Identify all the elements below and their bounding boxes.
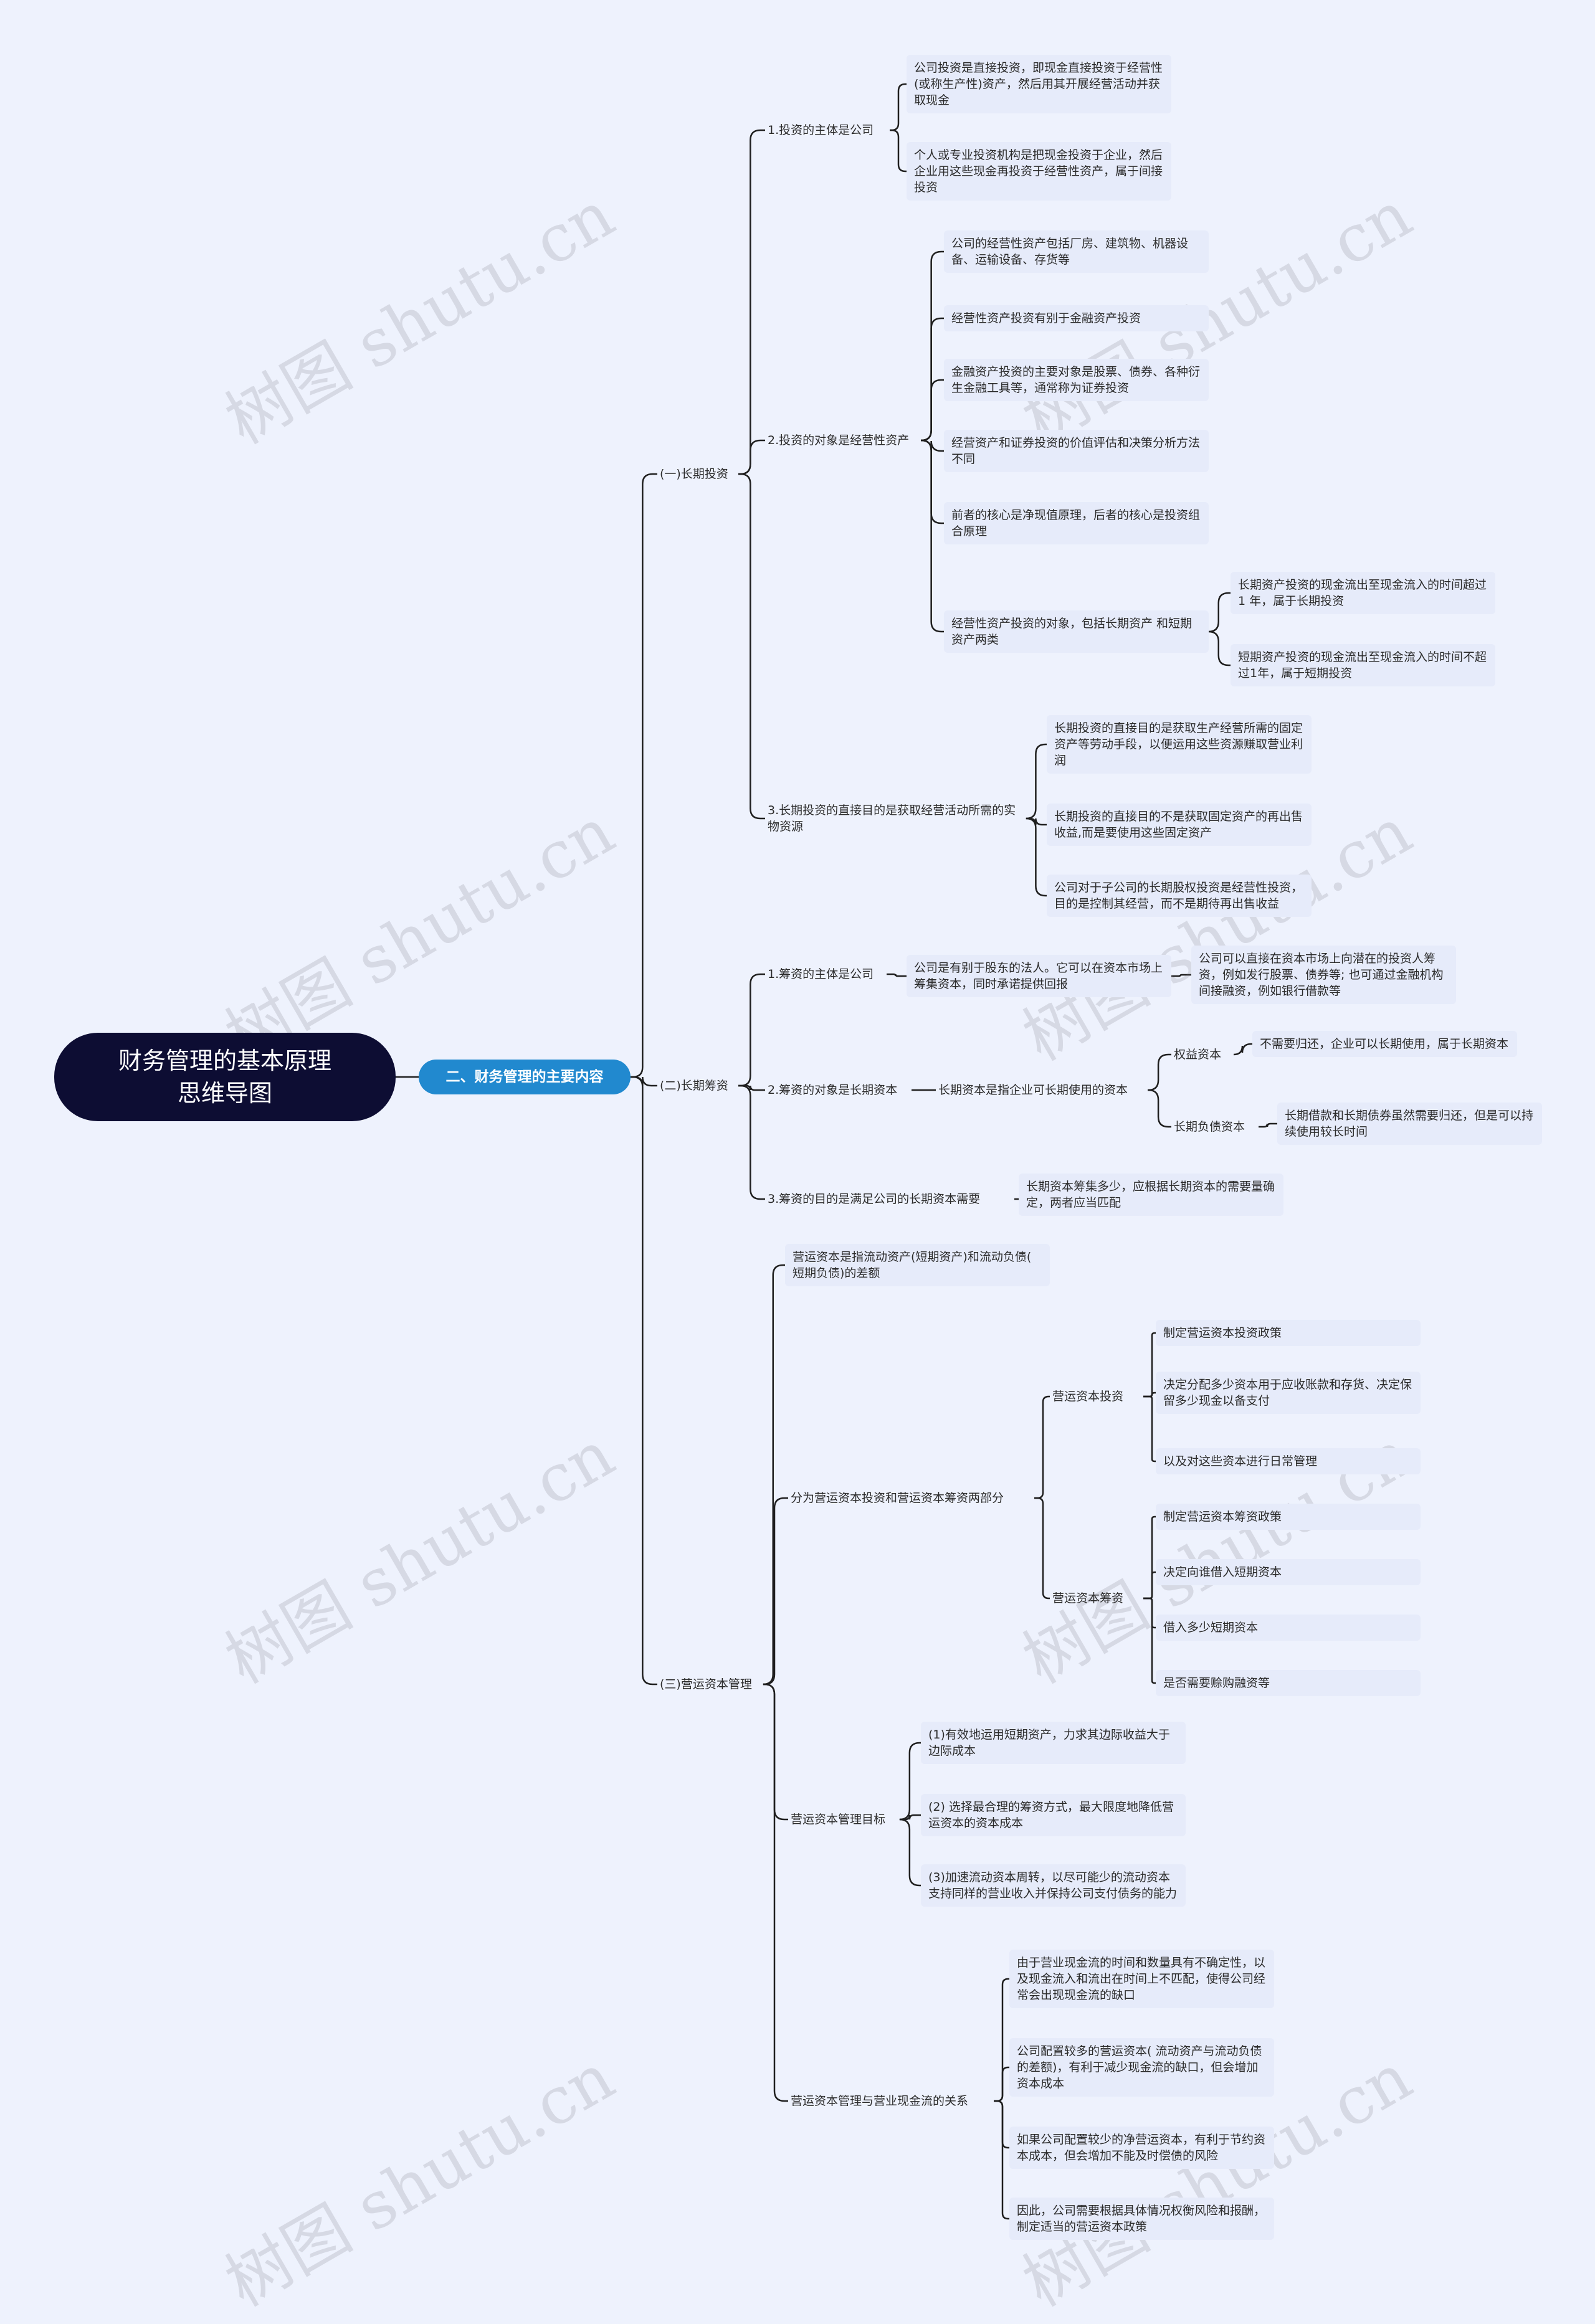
connector-b1-b1_3 xyxy=(738,473,765,820)
connector-b3_3-b3_3_b xyxy=(900,1814,921,1821)
connector-b3_2-b3_2_b xyxy=(1034,1497,1050,1600)
detail-daily-management[interactable]: 以及对这些资本进行日常管理 xyxy=(1156,1448,1421,1474)
connector-b2_2_a-b2_2_a2 xyxy=(1148,1089,1171,1128)
connector-main-b3 xyxy=(631,1076,657,1686)
connector-b1_2_f-b1_2_f1 xyxy=(1208,592,1231,633)
connector-b2_2_a-b2_2_a1 xyxy=(1148,1053,1171,1091)
detail-direct-investment[interactable]: 公司投资是直接投资，即现金直接投资于经营性(或称生产性)资产，然后用其开展经营活… xyxy=(907,55,1171,113)
detail-subsidiary-equity[interactable]: 公司对于子公司的长期股权投资是经营性投资，目的是控制其经营，而不是期待再出售收益 xyxy=(1047,875,1312,917)
item-working-capital-financing[interactable]: 营运资本筹资 xyxy=(1052,1591,1124,1605)
connector-b1_2-b1_2_e xyxy=(921,439,944,524)
connector-b3-b3_3 xyxy=(763,1683,788,1821)
detail-allocation[interactable]: 决定分配多少资本用于应收账款和存货、决定保留多少现金以备支付 xyxy=(1156,1372,1421,1414)
connector-b1_2_f-b1_2_f2 xyxy=(1208,630,1231,666)
topic-financing-subject[interactable]: 1.筹资的主体是公司 xyxy=(768,967,874,981)
detail-securities-investment[interactable]: 金融资产投资的主要对象是股票、债券、各种衍生金融工具等，通常称为证券投资 xyxy=(944,359,1209,401)
connector-b2-b2_1 xyxy=(738,973,765,1087)
root-topic[interactable]: 财务管理的基本原理 思维导图 xyxy=(54,1033,396,1121)
connector-b3_2-b3_2_a xyxy=(1034,1395,1050,1499)
connector-b1-b1_1 xyxy=(738,129,765,475)
detail-equity-capital[interactable]: 不需要归还，企业可以长期使用，属于长期资本 xyxy=(1252,1031,1517,1057)
connector-b1_1-b1_1_b xyxy=(890,129,907,173)
topic-investment-object[interactable]: 2.投资的对象是经营性资产 xyxy=(768,434,910,447)
connector-b2_2_a1-b2_2_a1x xyxy=(1233,1043,1252,1056)
detail-purpose-fixed-assets[interactable]: 长期投资的直接目的是获取生产经营所需的固定资产等劳动手段，以便运用这些资源赚取营… xyxy=(1047,715,1312,774)
detail-vs-financial-assets[interactable]: 经营性资产投资有别于金融资产投资 xyxy=(944,305,1209,331)
connector-main-b1 xyxy=(631,473,657,1078)
detail-goal-3[interactable]: (3)加速流动资本周转，以尽可能少的流动资本支持同样的营业收入并保持公司支付债务… xyxy=(921,1864,1186,1907)
detail-credit-purchase[interactable]: 是否需要赊购融资等 xyxy=(1156,1670,1421,1696)
detail-valuation-methods[interactable]: 经营资产和证券投资的价值评估和决策分析方法不同 xyxy=(944,430,1209,472)
topic-investment-purpose[interactable]: 3.长期投资的直接目的是获取经营活动所需的实物资源 xyxy=(768,804,1016,833)
topic-financing-purpose[interactable]: 3.筹资的目的是满足公司的长期资本需要 xyxy=(768,1192,981,1206)
branch-long-term-financing[interactable]: (二)长期筹资 xyxy=(660,1079,728,1093)
detail-indirect-investment[interactable]: 个人或专业投资机构是把现金投资于企业，然后 企业用这些现金再投资于经营性资产，属… xyxy=(907,142,1171,201)
connector-b3_4-b3_4_a xyxy=(994,1978,1009,2102)
connector-b1_3-b1_3_b xyxy=(1027,817,1047,826)
item-working-capital-investment[interactable]: 营运资本投资 xyxy=(1052,1390,1124,1403)
connector-b2-b2_2 xyxy=(738,1084,765,1091)
detail-operating-assets[interactable]: 公司的经营性资产包括厂房、建筑物、机器设备、运输设备、存货等 xyxy=(944,230,1209,273)
topic-investment-subject[interactable]: 1.投资的主体是公司 xyxy=(768,123,874,137)
connector-b1_2-b1_2_c xyxy=(921,379,944,442)
connector-b3_3-b3_3_c xyxy=(899,1818,921,1887)
detail-financing-policy[interactable]: 制定营运资本筹资政策 xyxy=(1156,1504,1421,1530)
connector-b3_2_b-b3_2_b4 xyxy=(1143,1597,1156,1684)
detail-more-working-capital[interactable]: 公司配置较多的营运资本( 流动资产与流动负债的差额)，有利于减少现金流的缺口，但… xyxy=(1009,2038,1274,2097)
connector-b3-b3_2 xyxy=(763,1497,788,1686)
connector-b3_4-b3_4_c xyxy=(994,2100,1009,2149)
detail-npv-portfolio[interactable]: 前者的核心是净现值原理，后者的核心是投资组合原理 xyxy=(944,502,1209,544)
connector-b1-b1_2 xyxy=(738,439,765,475)
branch-working-capital[interactable]: (三)营运资本管理 xyxy=(660,1677,752,1691)
connector-b3-b3_4 xyxy=(763,1683,788,2102)
connector-b1_2-b1_2_a xyxy=(921,250,944,442)
connector-b2_2_a2-b2_2_a2x xyxy=(1259,1122,1277,1128)
connector-b1_2-b1_2_f xyxy=(921,439,944,633)
detail-short-term-asset[interactable]: 短期资产投资的现金流出至现金流入的时间不超过1年，属于短期投资 xyxy=(1231,644,1495,686)
detail-less-working-capital[interactable]: 如果公司配置较少的净营运资本，有利于节约资本成本，但会增加不能及时偿债的风险 xyxy=(1009,2127,1274,2169)
detail-long-term-asset[interactable]: 长期资产投资的现金流出至现金流入的时间超过1 年，属于长期投资 xyxy=(1231,572,1495,614)
detail-long-term-capital[interactable]: 长期资本是指企业可长期使用的资本 xyxy=(938,1083,1128,1097)
topic-management-goals[interactable]: 营运资本管理目标 xyxy=(791,1813,886,1826)
connector-b1_3-b1_3_a xyxy=(1026,743,1047,820)
connector-b2-b2_3 xyxy=(738,1084,765,1200)
detail-policy-balance[interactable]: 因此，公司需要根据具体情况权衡风险和报酬，制定适当的营运资本政策 xyxy=(1009,2198,1274,2240)
detail-cash-gap[interactable]: 由于营业现金流的时间和数量具有不确定性，以及现金流入和流出在时间上不匹配，使得公… xyxy=(1009,1950,1274,2008)
connector-b1_2-b1_2_d xyxy=(921,439,944,452)
detail-goal-1[interactable]: (1)有效地运用短期资产，力求其边际收益大于边际成本 xyxy=(921,1722,1186,1764)
connector-b1_3-b1_3_c xyxy=(1026,817,1047,897)
topic-working-capital-definition[interactable]: 营运资本是指流动资产(短期资产)和流动负债( 短期负债)的差额 xyxy=(785,1244,1050,1286)
connector-main-b2 xyxy=(631,1076,657,1087)
topic-working-capital-parts[interactable]: 分为营运资本投资和营运资本筹资两部分 xyxy=(791,1491,1004,1505)
connector-b3_4-b3_4_d xyxy=(994,2100,1009,2220)
item-equity-capital[interactable]: 权益资本 xyxy=(1174,1048,1222,1061)
item-long-term-debt[interactable]: 长期负债资本 xyxy=(1174,1120,1245,1134)
detail-legal-person[interactable]: 公司是有别于股东的法人。它可以在资本市场上筹集资本，同时承诺提供回报 xyxy=(907,955,1171,997)
detail-match-needs[interactable]: 长期资本筹集多少，应根据长期资本的需要量确定，两者应当匹配 xyxy=(1019,1174,1283,1216)
topic-cash-flow-relation[interactable]: 营运资本管理与营业现金流的关系 xyxy=(791,2094,969,2108)
connector-b2_1-b2_1_a xyxy=(887,973,907,977)
detail-long-term-debt[interactable]: 长期借款和长期债券虽然需要归还，但是可以持续使用较长时间 xyxy=(1277,1103,1542,1145)
detail-borrow-amount[interactable]: 借入多少短期资本 xyxy=(1156,1615,1421,1641)
connector-b3_2_a-b3_2_a3 xyxy=(1143,1395,1156,1463)
connector-b3_3-b3_3_a xyxy=(899,1742,921,1821)
branch-long-term-investment[interactable]: (一)长期投资 xyxy=(660,467,728,481)
detail-long-short-assets[interactable]: 经营性资产投资的对象，包括长期资产 和短期资产两类 xyxy=(944,610,1209,653)
connector-b3_2_a-b3_2_a1 xyxy=(1143,1332,1156,1398)
detail-not-resale[interactable]: 长期投资的直接目的不是获取固定资产的再出售收益,而是要使用这些固定资产 xyxy=(1047,804,1312,846)
detail-goal-2[interactable]: (2) 选择最合理的筹资方式，最大限度地降低营运资本的资本成本 xyxy=(921,1794,1186,1836)
connector-b2_1_a-b2_1_a1 xyxy=(1171,974,1191,977)
detail-borrow-from[interactable]: 决定向谁借入短期资本 xyxy=(1156,1559,1421,1585)
connector-b3_4-b3_4_b xyxy=(994,2066,1009,2102)
main-topic[interactable]: 二、财务管理的主要内容 xyxy=(419,1060,631,1094)
detail-direct-indirect-financing[interactable]: 公司可以直接在资本市场上向潜在的投资人筹资，例如发行股票、债券等; 也可通过金融… xyxy=(1191,946,1456,1004)
connector-b1_1-b1_1_a xyxy=(890,83,907,131)
detail-investment-policy[interactable]: 制定营运资本投资政策 xyxy=(1156,1320,1421,1346)
topic-financing-object[interactable]: 2.筹资的对象是长期资本 xyxy=(768,1083,898,1097)
